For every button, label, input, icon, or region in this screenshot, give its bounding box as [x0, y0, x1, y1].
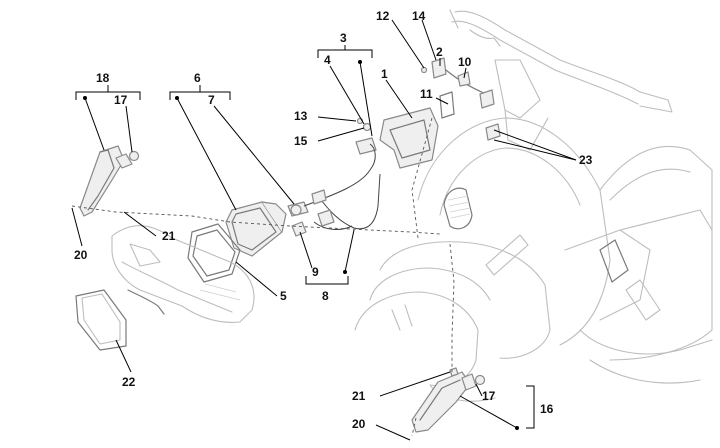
callout-leaders	[71, 19, 577, 441]
callout-9: 9	[312, 265, 319, 279]
callout-8: 8	[322, 289, 329, 303]
callout-6: 6	[194, 71, 201, 85]
callout-13: 13	[294, 109, 308, 123]
left-turn-indicator-part	[79, 145, 140, 217]
callout-23: 23	[579, 153, 593, 167]
bulb-icon-right	[474, 374, 486, 386]
bulb-icon	[128, 150, 140, 162]
callout-10: 10	[458, 55, 472, 69]
right-turn-indicator-part	[411, 367, 486, 433]
callout-12: 12	[376, 9, 390, 23]
headlamp-bracket-part	[355, 107, 439, 169]
callout-2: 2	[436, 45, 443, 59]
callout-18: 18	[96, 71, 110, 85]
callout-4: 4	[324, 53, 331, 67]
callout-16: 16	[540, 402, 554, 416]
callout-7: 7	[208, 93, 215, 107]
callout-14: 14	[412, 9, 426, 23]
scooter-body-drawing	[354, 9, 713, 402]
assembly-dash-lines	[71, 117, 455, 437]
headlamp-part	[225, 201, 309, 257]
callout-5: 5	[280, 289, 287, 303]
callout-1: 1	[381, 67, 388, 81]
callout-15: 15	[294, 134, 308, 148]
callout-3: 3	[340, 31, 347, 45]
callout-20-bottom: 20	[352, 417, 366, 431]
headlamp-bulb-icon	[290, 204, 302, 216]
headlamp-frame-part	[187, 223, 241, 283]
front-cover-frame-part	[75, 289, 127, 351]
callout-20-left: 20	[74, 248, 88, 262]
wiring-harness-part	[291, 143, 381, 237]
callout-17-left: 17	[114, 93, 128, 107]
callout-17-right: 17	[482, 389, 496, 403]
handlebar-cover-part	[111, 225, 255, 323]
callout-22: 22	[122, 375, 136, 389]
callout-21-left: 21	[162, 229, 176, 243]
callout-numbers: 18 17 6 7 3 4 1 13 15 12 14 2 10 11 23 2…	[74, 9, 593, 431]
callout-21-bottom: 21	[352, 389, 366, 403]
callout-11: 11	[420, 87, 433, 101]
